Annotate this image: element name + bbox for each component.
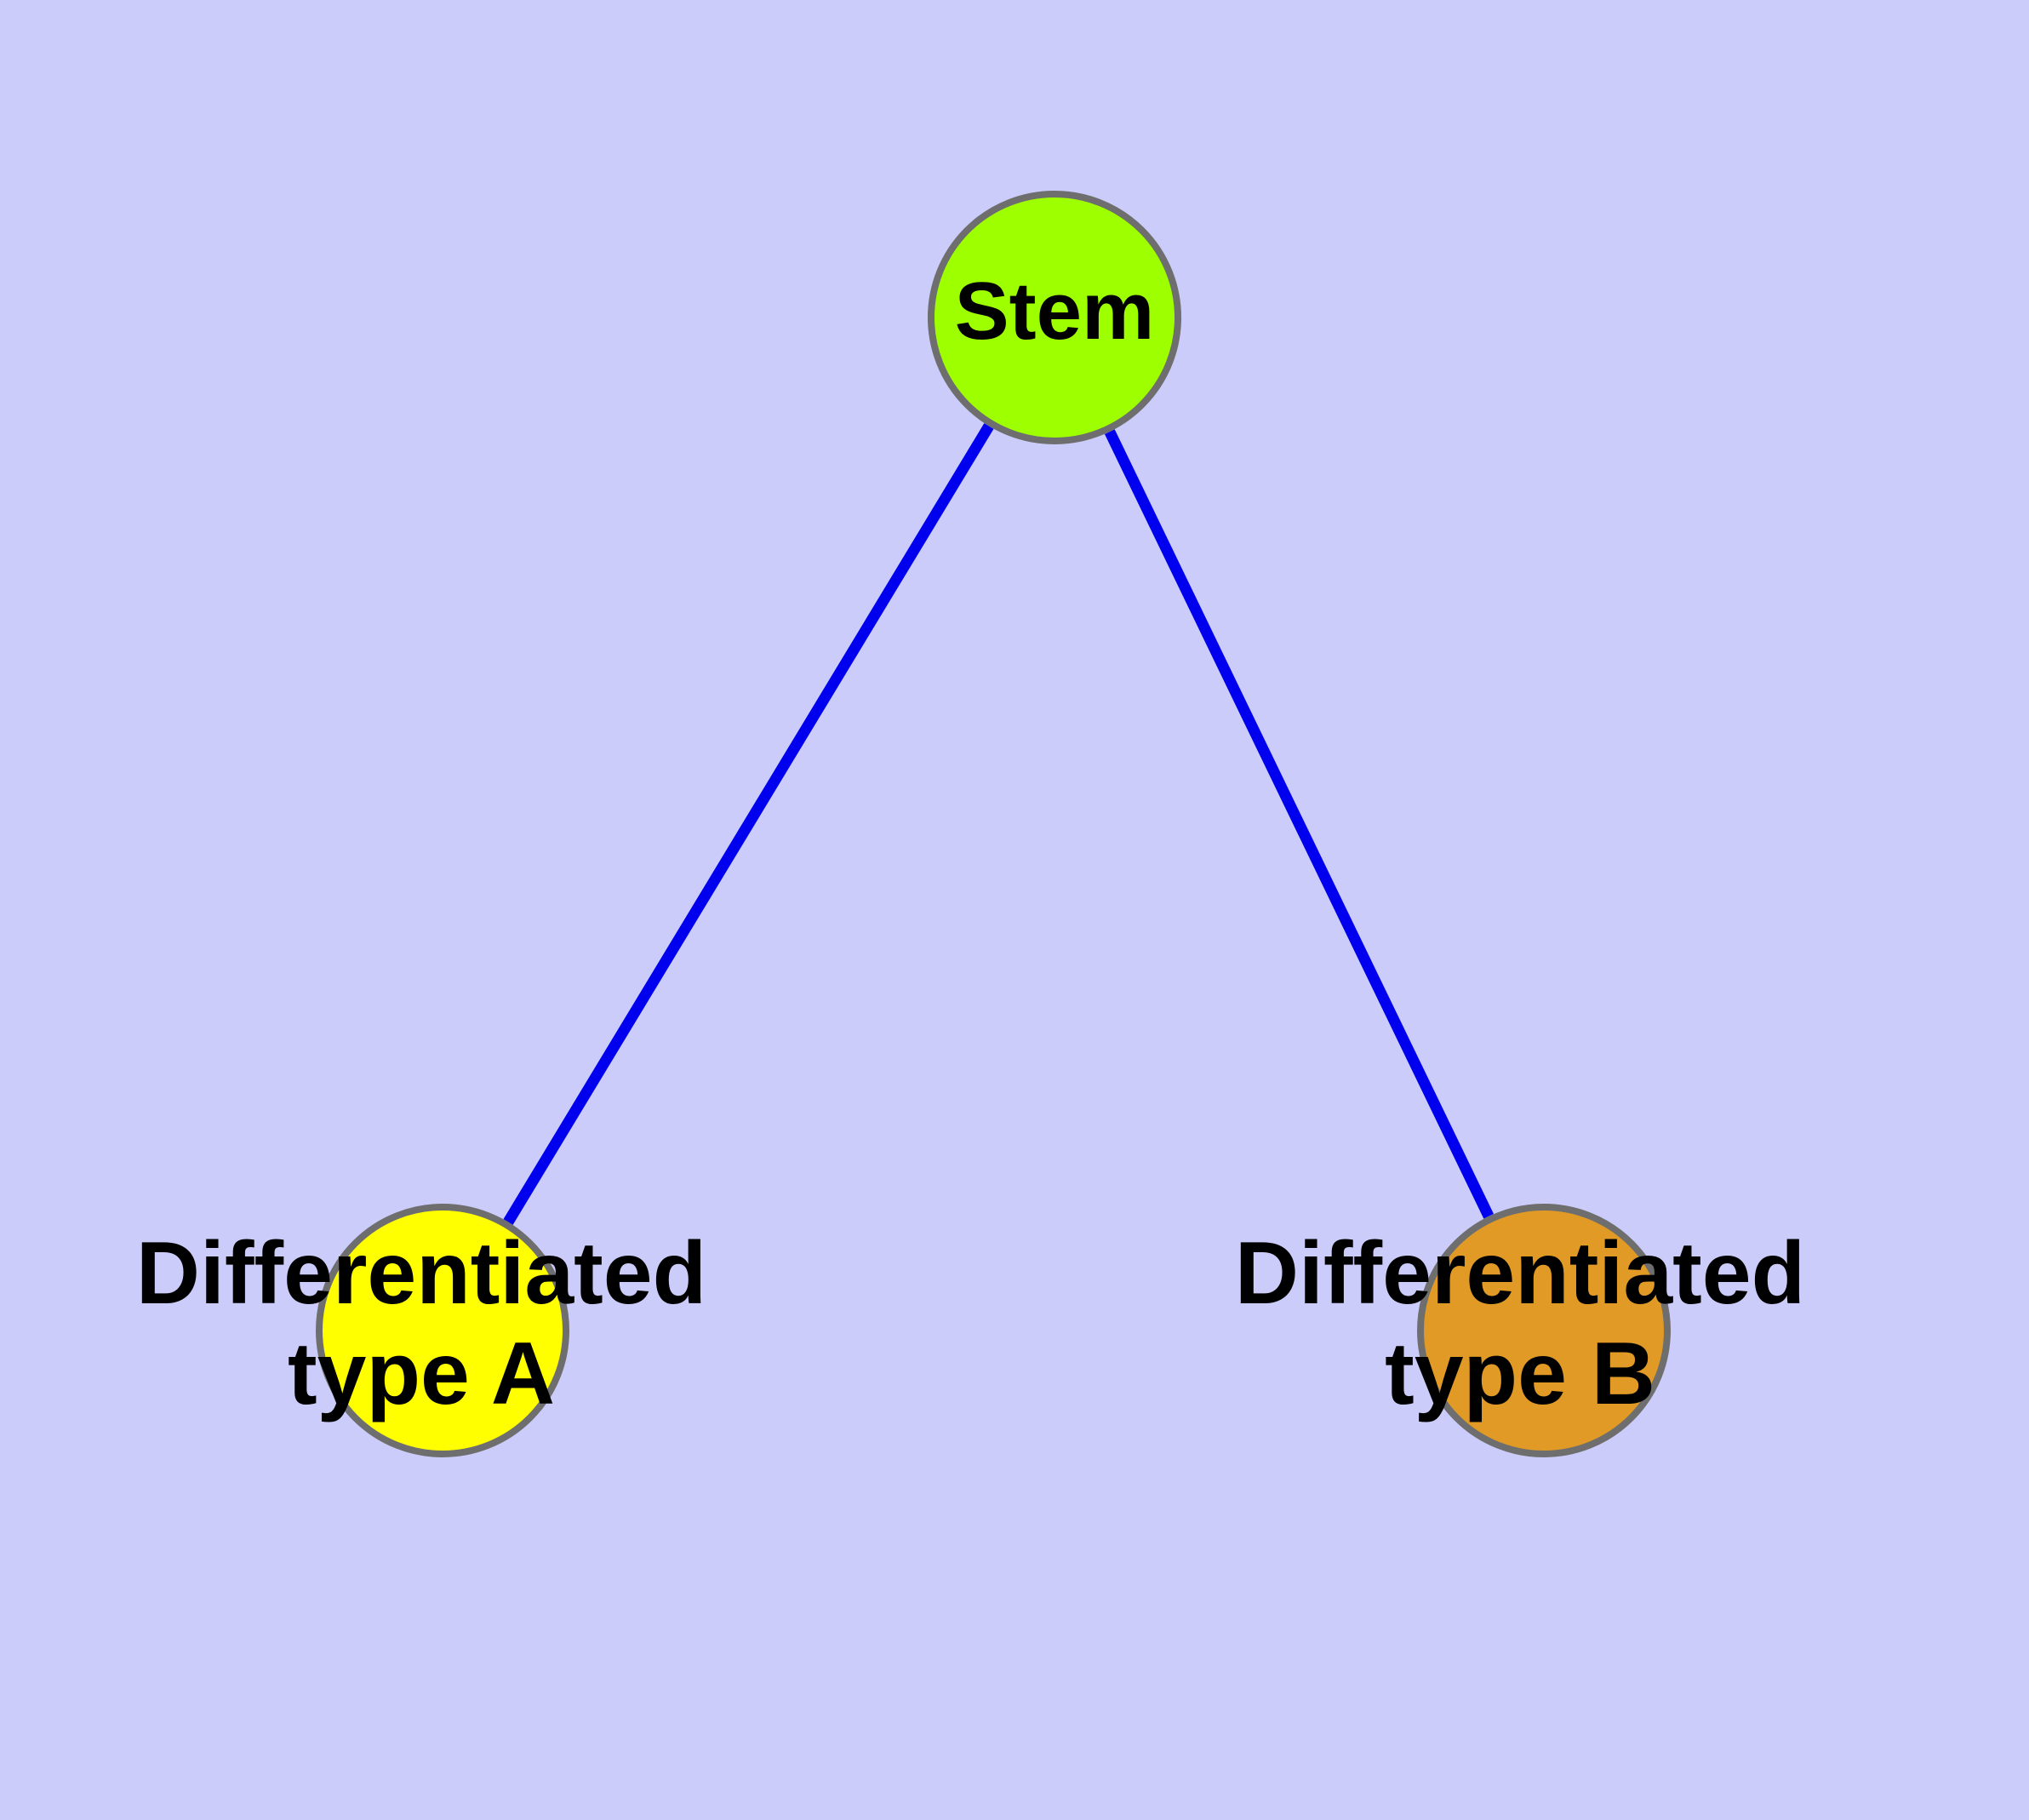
edge-stem-to-diff-a[interactable]: [503, 423, 994, 1225]
edge-layer: [503, 423, 1495, 1225]
node-stem[interactable]: [928, 191, 1181, 444]
node-diff-b[interactable]: [1417, 1204, 1671, 1457]
node-layer: [316, 191, 1671, 1457]
edge-stem-to-diff-b[interactable]: [1104, 429, 1495, 1219]
node-diff-a[interactable]: [316, 1204, 569, 1457]
